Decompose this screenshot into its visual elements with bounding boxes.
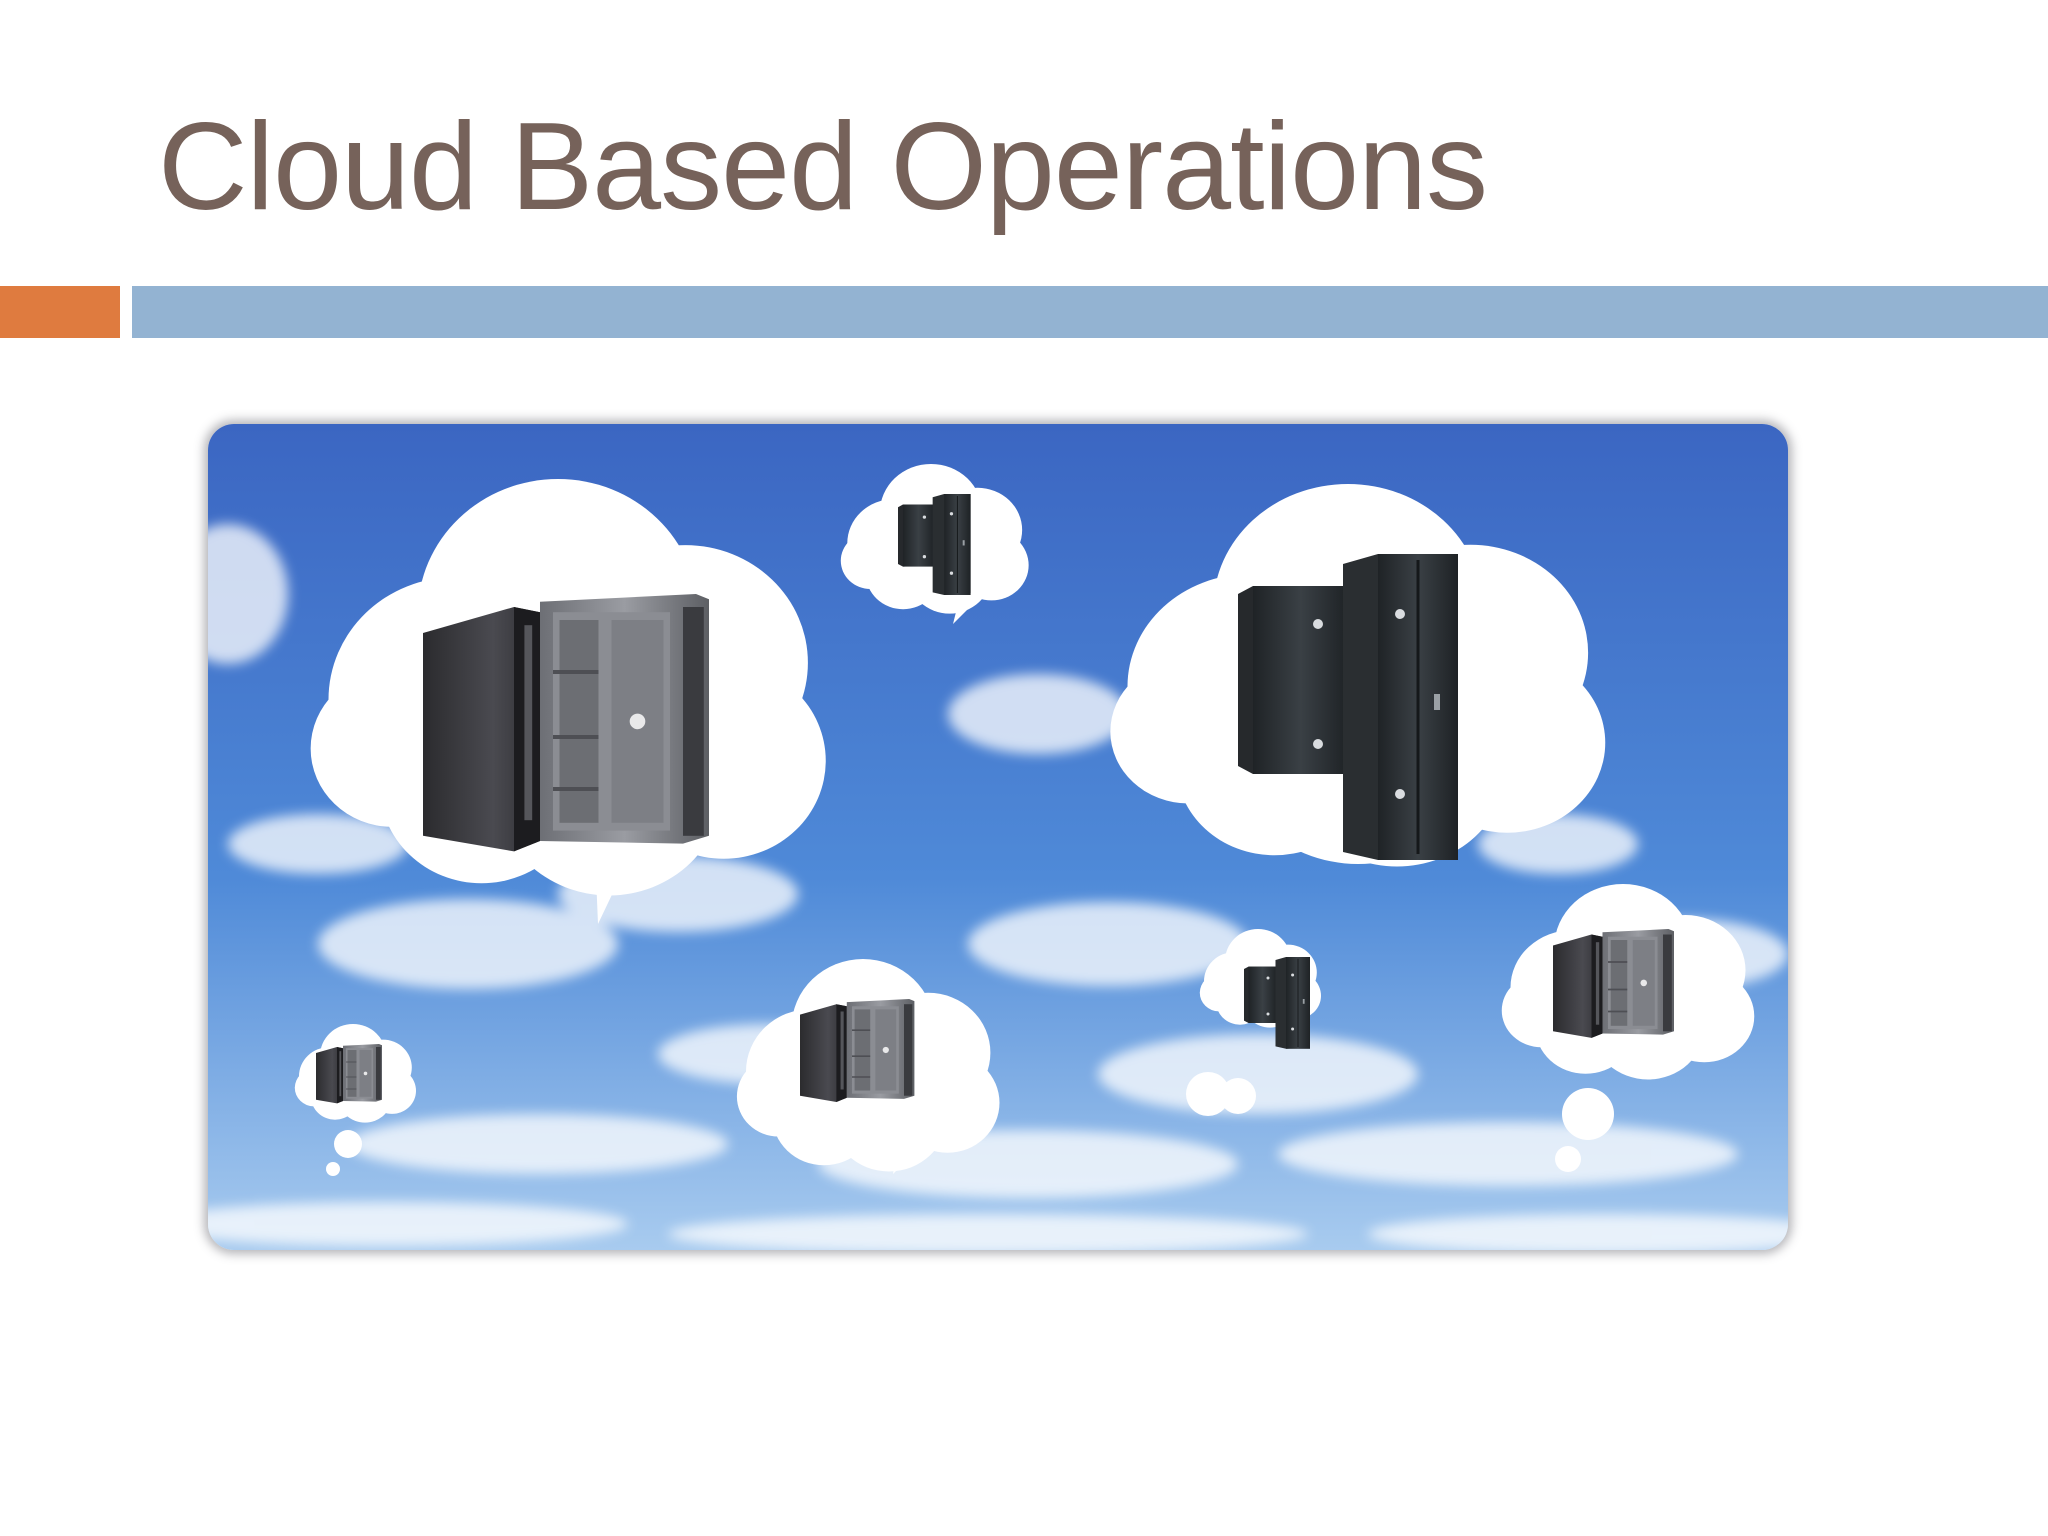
cloud-servers-svg bbox=[208, 424, 1788, 1250]
slide-title: Cloud Based Operations bbox=[158, 98, 1488, 236]
title-accent-orange-bar bbox=[0, 286, 120, 338]
cloud-servers-illustration bbox=[208, 424, 1788, 1250]
title-accent-blue-bar bbox=[132, 286, 2048, 338]
